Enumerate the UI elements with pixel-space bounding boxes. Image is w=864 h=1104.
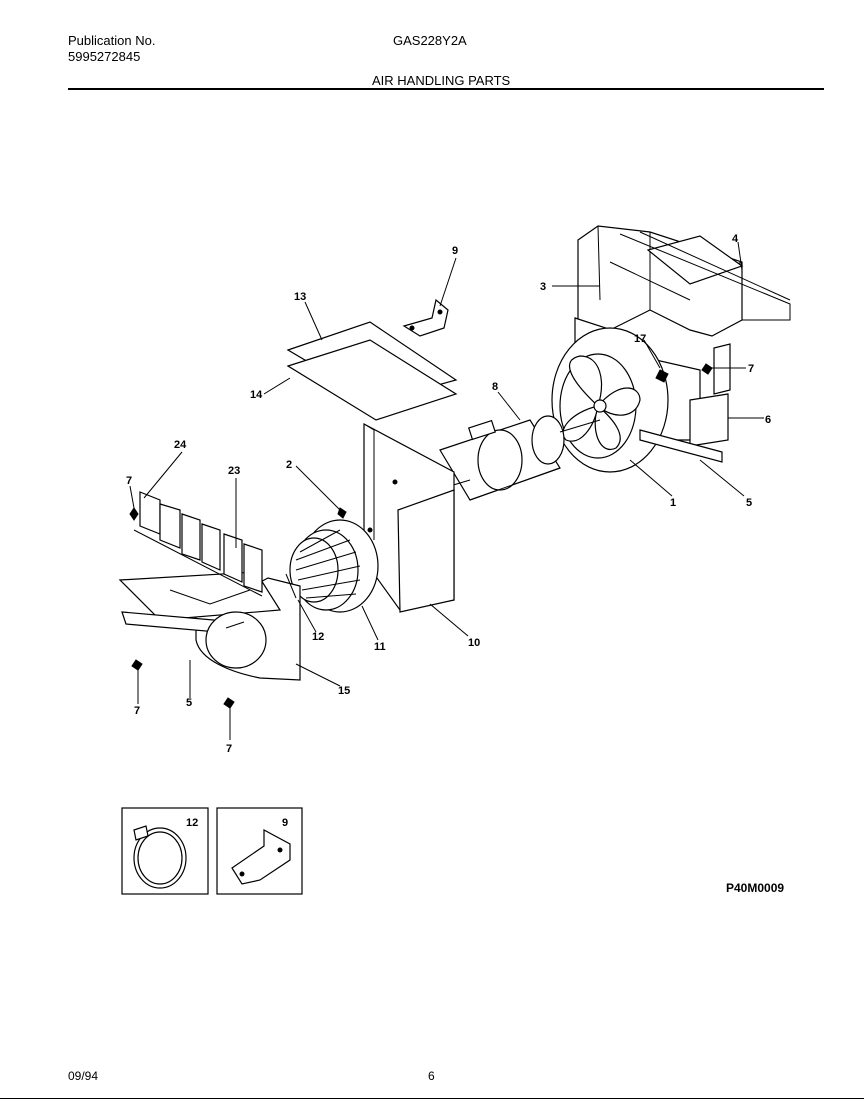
callout-label: 15 [338,685,350,697]
section-title: AIR HANDLING PARTS [372,73,511,88]
page-number: 6 [428,1069,435,1083]
filter-panel [286,321,458,421]
callout-label: 23 [228,465,240,477]
callout-label: 5 [186,697,192,709]
leader-lines [129,241,764,740]
motor-panel [363,423,455,613]
callout-label: 6 [765,414,771,426]
fan-motor [439,415,601,501]
detail-box-label: 9 [282,817,288,829]
callout-label: 3 [540,281,546,293]
blower-scroll [118,571,301,681]
callout-label: 7 [126,475,132,487]
callout-label: 10 [468,637,480,649]
callout-label: 13 [294,291,306,303]
detail-box-clamp: 12 [121,807,209,895]
callout-label: 2 [286,459,292,471]
callout-label: 11 [374,641,386,653]
header-rule [68,88,824,90]
callout-label: 8 [492,381,498,393]
bracket [402,298,449,337]
footer-rule [0,1098,864,1099]
footer-date: 09/94 [68,1069,99,1083]
mounting-strip [639,429,723,463]
callout-label: 4 [732,233,739,245]
callout-label: 12 [312,631,324,643]
model-number: GAS228Y2A [393,33,467,48]
diagram-code: P40M0009 [726,881,785,895]
callout-label: 7 [748,363,754,375]
callout-label: 14 [250,389,263,401]
louver-assembly [133,491,263,597]
air-handling-housing [577,225,791,337]
detail-box-label: 12 [186,817,198,829]
callout-labels: 9 13 14 3 4 17 7 6 5 1 8 2 24 23 7 10 11… [126,233,771,755]
detail-box-bracket: 9 [216,807,303,895]
callout-label: 17 [634,333,646,345]
fan-blade [551,327,669,473]
callout-label: 5 [746,497,752,509]
publication-number: 5995272845 [68,49,141,64]
publication-label: Publication No. [68,33,156,48]
callout-label: 1 [670,497,676,509]
blower-wheel [289,519,379,613]
callout-label: 24 [174,439,187,451]
callout-label: 7 [226,743,232,755]
callout-label: 7 [134,705,140,717]
callout-label: 9 [452,245,458,257]
